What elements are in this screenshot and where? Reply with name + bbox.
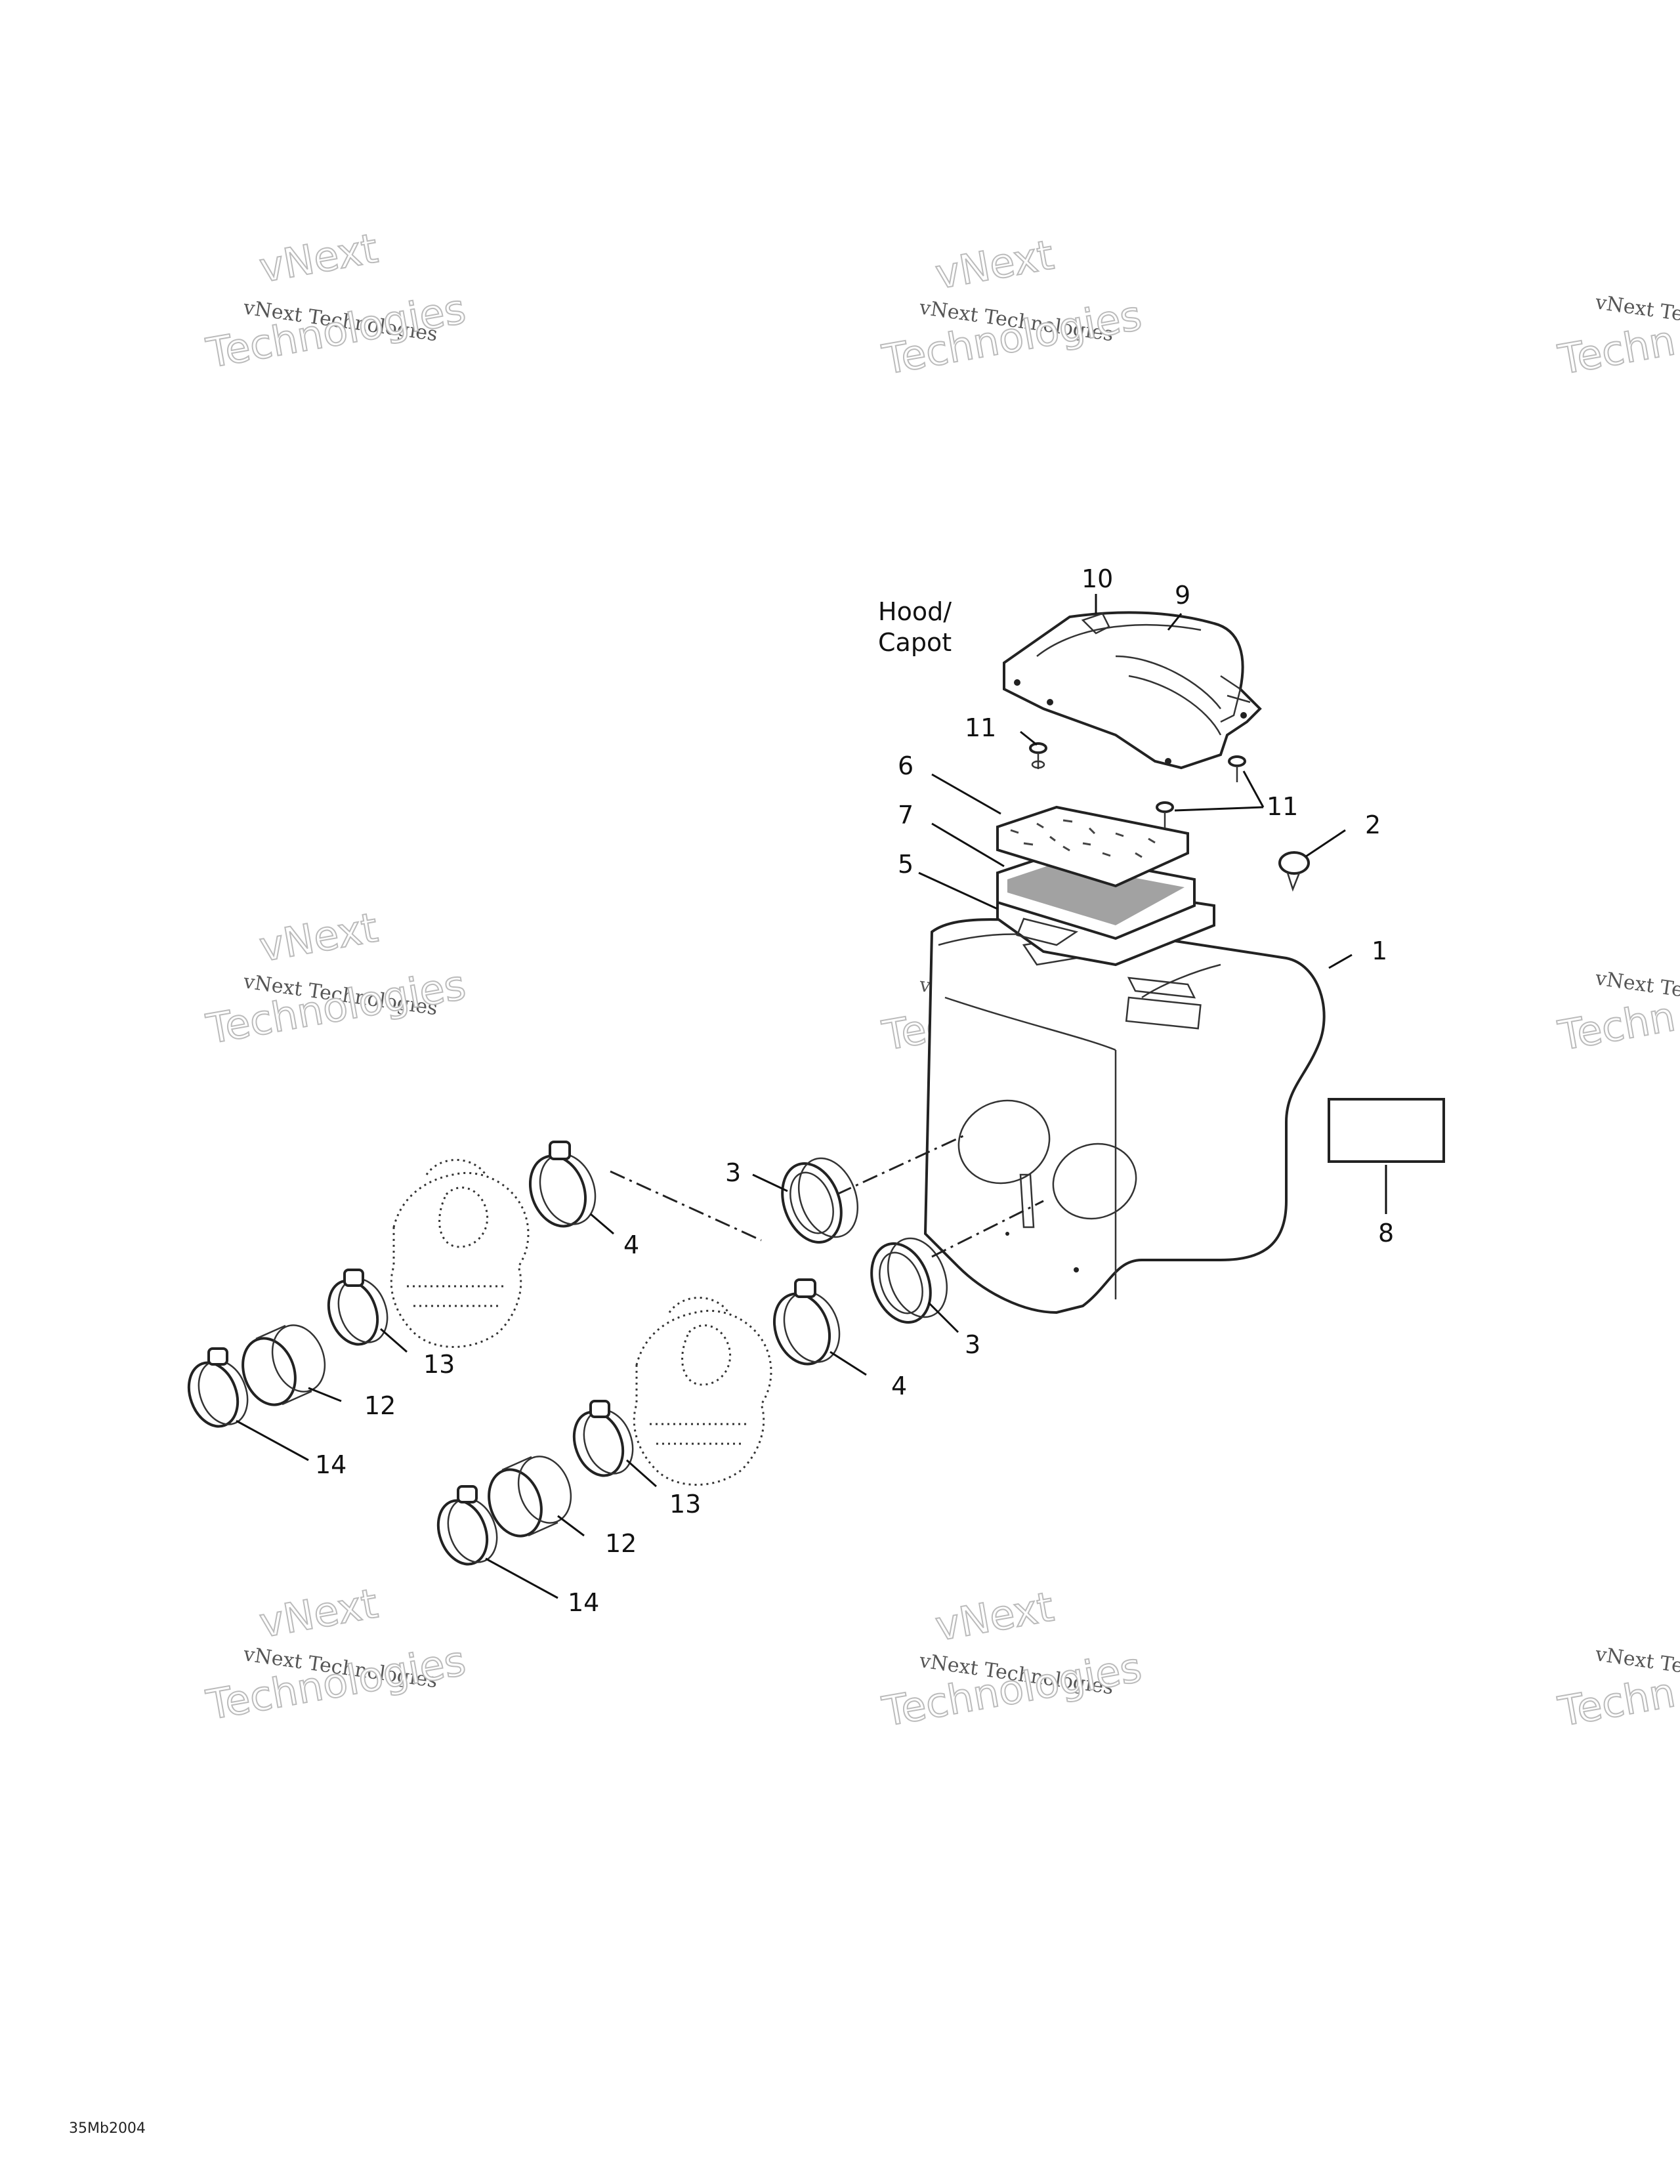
callout-3-upper: 3: [725, 1158, 741, 1187]
drawing-reference-code: 35Mb2004: [69, 2120, 146, 2137]
part-screw-right: [1228, 755, 1246, 782]
part-screw-center: [1156, 801, 1174, 828]
leader-lines: [236, 594, 1387, 1599]
watermark-techn: Techn: [1555, 316, 1679, 384]
part-screw-left: [1029, 742, 1047, 769]
callout-7: 7: [898, 801, 914, 830]
watermark-technologies: Technologies: [203, 1637, 469, 1729]
callout-12-upper: 12: [364, 1391, 396, 1420]
part-carburetor-upper-dotted: [390, 1159, 530, 1348]
watermark-vnext: vNext: [256, 1579, 381, 1647]
watermark-technologies: Technologies: [879, 1643, 1145, 1736]
callout-6: 6: [898, 751, 914, 780]
callout-4-upper: 4: [623, 1230, 639, 1259]
watermark-techn: Techn: [1555, 992, 1679, 1060]
watermark-mid-right: vNext Te Techn: [1554, 967, 1680, 1060]
callout-hood-line2: Capot: [878, 628, 952, 657]
watermark-vnext: vNext: [932, 230, 1057, 298]
callout-11-right: 11: [1267, 792, 1298, 821]
part-sleeve-lower: [488, 1456, 572, 1538]
part-clamp-14-upper: [187, 1347, 249, 1428]
callout-12-lower: 12: [605, 1529, 637, 1558]
callout-5: 5: [898, 850, 914, 879]
part-clamp-13-upper: [327, 1269, 388, 1346]
watermark-technologies: Technologies: [203, 961, 469, 1053]
part-sleeve-upper: [242, 1324, 326, 1406]
callout-13-upper: 13: [423, 1350, 455, 1379]
callout-8: 8: [1378, 1219, 1394, 1248]
watermark-bottom-center: vNext vNext Technologies Technologies: [878, 1582, 1146, 1736]
part-clamp-14-lower: [436, 1485, 498, 1566]
callout-4-lower: 4: [891, 1372, 907, 1400]
watermark-mid-left: vNext vNext Technologies Technologies: [202, 902, 470, 1054]
callout-hood-line1: Hood/: [878, 597, 952, 626]
callout-3-lower: 3: [965, 1330, 980, 1359]
watermark-bottom-left: vNext vNext Technologies Technologies: [202, 1578, 470, 1730]
part-air-silencer-box: [923, 918, 1326, 1314]
part-filter-element-coarse: [996, 851, 1196, 940]
part-clamp-13-lower: [572, 1400, 634, 1477]
part-clamp-lower: [772, 1278, 841, 1366]
part-carburetor-lower-dotted: [633, 1297, 772, 1486]
part-filter-element-foam: [996, 805, 1189, 888]
watermark-top-center: vNext vNext Technologies Technologies: [878, 230, 1146, 385]
callout-9: 9: [1175, 581, 1190, 610]
part-decal: [1081, 612, 1110, 635]
callout-11-left: 11: [965, 713, 996, 742]
watermark-top-right: vNext Te Techn: [1554, 291, 1680, 385]
watermark-techn: Techn: [1555, 1668, 1679, 1736]
watermark-vnext: vNext: [932, 1582, 1057, 1650]
callout-13-lower: 13: [669, 1490, 701, 1519]
part-adaptor-ring-lower: [870, 1237, 948, 1324]
callout-labels: 10 9 Hood/ Capot 11 11 6 7 5 2 1 8 3 4 3…: [315, 564, 1394, 1617]
callout-14-lower: 14: [568, 1588, 599, 1617]
assembly-centerline-lower: [931, 1200, 1044, 1258]
assembly-centerline-upper: [610, 1134, 965, 1242]
watermark-vnext: vNext: [256, 224, 381, 291]
part-push-rivet: [1278, 851, 1310, 892]
callout-14-upper: 14: [315, 1450, 346, 1479]
part-label-box: [1328, 1098, 1445, 1163]
watermark-bottom-right: vNext Te Techn: [1554, 1643, 1680, 1736]
callout-10: 10: [1082, 564, 1113, 593]
part-adaptor-ring-upper: [781, 1157, 859, 1244]
watermark-technologies: Technologies: [203, 285, 469, 377]
watermark-top-left: vNext vNext Technologies Technologies: [202, 223, 470, 378]
part-hood: [1003, 611, 1262, 770]
part-clamp-upper: [528, 1141, 597, 1228]
callout-1: 1: [1372, 936, 1387, 965]
callout-2: 2: [1365, 810, 1381, 839]
watermark-vnext: vNext: [256, 903, 381, 971]
watermark-technologies: Technologies: [879, 291, 1145, 384]
